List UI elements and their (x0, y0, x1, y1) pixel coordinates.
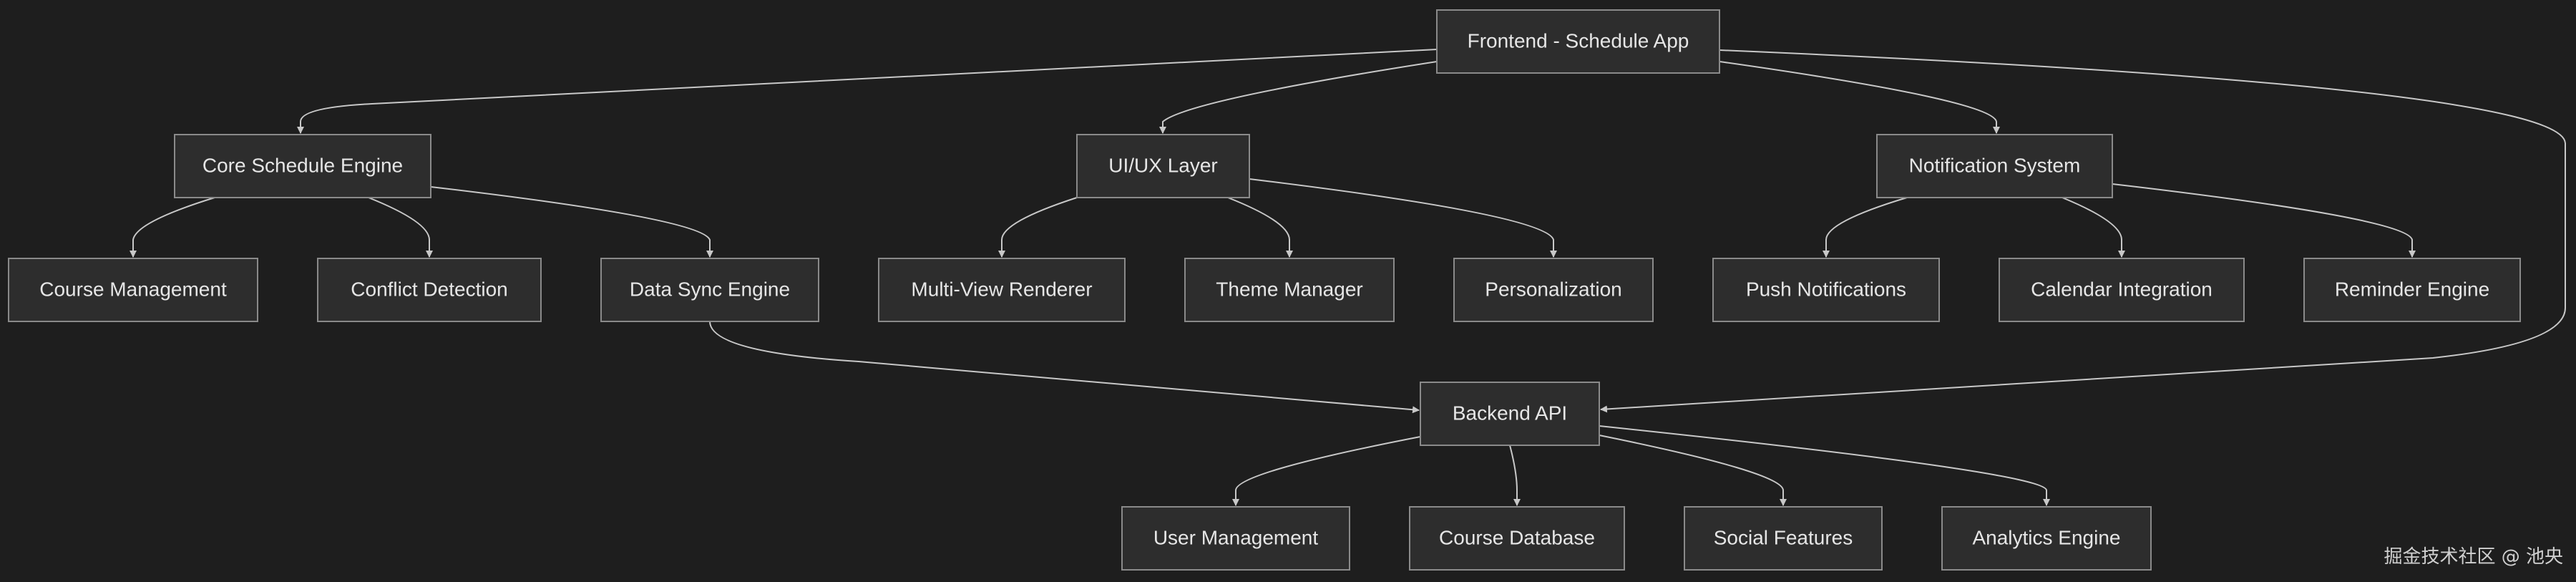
node-label: Notification System (1909, 154, 2081, 176)
node-course-database: Course Database (1409, 506, 1625, 571)
edge-notification-system-to-calendar-integration (2062, 197, 2125, 258)
edge-frontend-to-backend-api (1600, 49, 2566, 413)
edge-backend-api-to-analytics-engine (1599, 425, 2050, 506)
node-box (8, 258, 258, 322)
edge-backend-api-to-user-management (1232, 436, 1421, 506)
node-box (1941, 506, 2152, 571)
node-box (1999, 258, 2245, 322)
node-calendar-integration: Calendar Integration (1999, 258, 2245, 322)
node-ui-layer: UI/UX Layer (1076, 134, 1250, 198)
node-box (1684, 506, 1883, 571)
edge-ui-layer-to-personalization (1249, 178, 1557, 258)
node-data-sync: Data Sync Engine (600, 258, 819, 322)
node-course-management: Course Management (8, 258, 258, 322)
edge-frontend-to-ui-layer (1159, 61, 1438, 134)
node-analytics-engine: Analytics Engine (1941, 506, 2152, 571)
node-box (2303, 258, 2521, 322)
edge-frontend-to-core-engine (297, 49, 1438, 134)
node-label: User Management (1153, 526, 1319, 548)
edge-data-sync-to-backend-api (709, 321, 1420, 414)
node-box (317, 258, 542, 322)
node-frontend: Frontend - Schedule App (1436, 9, 1720, 74)
node-box (1184, 258, 1395, 322)
edges (130, 49, 2566, 506)
node-label: UI/UX Layer (1108, 154, 1218, 176)
node-box (1876, 134, 2113, 198)
node-box (1121, 506, 1350, 571)
node-label: Core Schedule Engine (203, 154, 403, 176)
node-box (1420, 382, 1600, 446)
node-conflict-detection: Conflict Detection (317, 258, 542, 322)
node-label: Data Sync Engine (630, 278, 790, 300)
edge-ui-layer-to-multi-view (998, 197, 1078, 258)
edge-core-engine-to-conflict-detection (368, 197, 433, 258)
node-label: Backend API (1453, 402, 1567, 424)
node-label: Theme Manager (1216, 278, 1362, 300)
edge-backend-api-to-social-features (1599, 435, 1787, 506)
node-label: Personalization (1485, 278, 1621, 300)
node-box (1436, 9, 1720, 74)
node-box (1076, 134, 1250, 198)
node-label: Social Features (1714, 526, 1853, 548)
node-push-notifications: Push Notifications (1712, 258, 1940, 322)
node-label: Calendar Integration (2031, 278, 2212, 300)
node-core-engine: Core Schedule Engine (174, 134, 431, 198)
node-label: Frontend - Schedule App (1468, 29, 1689, 52)
node-label: Course Database (1439, 526, 1595, 548)
node-label: Push Notifications (1746, 278, 1906, 300)
edge-notification-system-to-reminder-engine (2112, 183, 2416, 258)
node-reminder-engine: Reminder Engine (2303, 258, 2521, 322)
edge-backend-api-to-course-database (1509, 445, 1521, 506)
node-personalization: Personalization (1453, 258, 1654, 322)
node-label: Reminder Engine (2335, 278, 2489, 300)
node-label: Analytics Engine (1972, 526, 2120, 548)
edge-core-engine-to-data-sync (430, 186, 713, 258)
node-notification-system: Notification System (1876, 134, 2113, 198)
node-box (1409, 506, 1625, 571)
node-box (1712, 258, 1940, 322)
edge-frontend-to-notification-system (1719, 61, 2000, 134)
node-social-features: Social Features (1684, 506, 1883, 571)
node-label: Conflict Detection (351, 278, 507, 300)
node-theme-manager: Theme Manager (1184, 258, 1395, 322)
edge-ui-layer-to-theme-manager (1227, 197, 1293, 258)
node-box (1453, 258, 1654, 322)
node-user-management: User Management (1121, 506, 1350, 571)
node-label: Multi-View Renderer (911, 278, 1092, 300)
node-box (174, 134, 431, 198)
node-multi-view: Multi-View Renderer (878, 258, 1126, 322)
node-backend-api: Backend API (1420, 382, 1600, 446)
node-box (600, 258, 819, 322)
node-box (878, 258, 1126, 322)
node-label: Course Management (39, 278, 227, 300)
watermark: 掘金技术社区 @ 池央 (2384, 546, 2563, 568)
edge-core-engine-to-course-management (130, 197, 215, 258)
edge-notification-system-to-push-notifications (1823, 197, 1908, 258)
